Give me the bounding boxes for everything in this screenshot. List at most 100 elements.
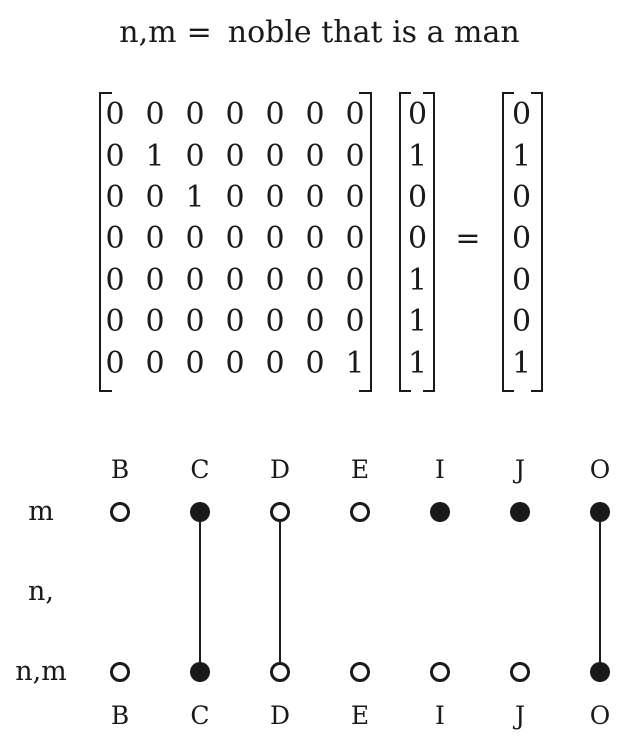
matrix-cell: 0 (145, 262, 165, 298)
matrix-cell: 0 (105, 221, 125, 257)
matrix-cell: 0 (225, 262, 245, 298)
matrix-cell: 0 (305, 138, 325, 174)
column-label-top: J (514, 455, 526, 484)
column-label-bottom: I (435, 701, 445, 730)
title-equals: = (186, 15, 212, 50)
matrix-cell: 0 (105, 180, 125, 216)
column-label-bottom: E (350, 701, 370, 730)
matrix-cell: 0 (145, 304, 165, 340)
column-label-top: B (110, 455, 130, 484)
matrix-cell: 0 (345, 304, 365, 340)
matrix-cell: 0 (265, 138, 285, 174)
matrix-cell: 0 (105, 345, 125, 381)
matrix-cell: 0 (265, 262, 285, 298)
matrix-cell: 0 (265, 221, 285, 257)
output-vector-right-bracket (531, 92, 543, 392)
matrix-cell: 0 (185, 221, 205, 257)
connector-line (199, 512, 201, 672)
input-vector-left-bracket (399, 92, 411, 392)
matrix-cell: 0 (305, 262, 325, 298)
matrix-cell: 0 (305, 97, 325, 133)
column-label-bottom: D (269, 701, 291, 730)
matrix-cell: 0 (305, 304, 325, 340)
matrix-cell: 1 (345, 345, 365, 381)
matrix-left-bracket (99, 92, 112, 392)
matrix-cell: 0 (225, 180, 245, 216)
matrix-cell: 0 (105, 304, 125, 340)
matrix-cell: 0 (345, 138, 365, 174)
matrix-cell: 0 (265, 345, 285, 381)
input-vector-cell: 1 (407, 262, 428, 298)
page-title: n,m=noble that is a man (0, 16, 639, 50)
matrix-cell: 0 (185, 262, 205, 298)
row-label-nm: n,m (15, 656, 67, 687)
input-vector-cell: 0 (407, 180, 428, 216)
output-vector-cell: 1 (511, 345, 532, 381)
matrix-cell: 0 (345, 262, 365, 298)
filled-dot (190, 502, 210, 522)
matrix-cell: 0 (145, 345, 165, 381)
matrix-cell: 1 (185, 180, 205, 216)
matrix-cell: 0 (185, 345, 205, 381)
column-label-bottom: B (110, 701, 130, 730)
output-vector: 0 1 0 0 0 0 1 (503, 94, 540, 384)
open-dot (270, 662, 290, 682)
matrix-cell: 0 (105, 97, 125, 133)
matrix-cell: 0 (225, 345, 245, 381)
matrix-cell: 0 (145, 221, 165, 257)
matrix-cell: 0 (105, 262, 125, 298)
input-vector-right-bracket (423, 92, 435, 392)
column-label-top: O (589, 455, 611, 484)
matrix-right-bracket (359, 92, 372, 392)
output-vector-cell: 0 (511, 304, 532, 340)
filled-dot (430, 502, 450, 522)
matrix-cell: 0 (345, 97, 365, 133)
title-term: n,m (119, 15, 177, 50)
output-vector-cell: 0 (511, 221, 532, 257)
output-vector-left-bracket (502, 92, 514, 392)
output-vector-cell: 0 (511, 97, 532, 133)
column-label-bottom: J (514, 701, 526, 730)
matrix-cell: 0 (305, 221, 325, 257)
matrix-cell: 0 (225, 304, 245, 340)
column-label-top: D (269, 455, 291, 484)
input-vector-cell: 1 (407, 138, 428, 174)
input-vector-cell: 0 (407, 221, 428, 257)
matrix-cell: 0 (185, 138, 205, 174)
column-label-top: E (350, 455, 370, 484)
open-dot (510, 662, 530, 682)
row-label-m: m (28, 496, 54, 527)
matrix-cell: 0 (225, 138, 245, 174)
matrix-cell: 1 (145, 138, 165, 174)
matrix-cell: 0 (185, 97, 205, 133)
open-dot (350, 662, 370, 682)
matrix-cell: 0 (185, 304, 205, 340)
output-vector-cell: 0 (511, 262, 532, 298)
open-dot (270, 502, 290, 522)
matrix-cell: 0 (225, 97, 245, 133)
connector-line (279, 512, 281, 672)
filled-dot (590, 502, 610, 522)
column-label-bottom: O (589, 701, 611, 730)
matrix-cell: 0 (305, 345, 325, 381)
column-label-bottom: C (190, 701, 210, 730)
matrix-cell: 0 (345, 180, 365, 216)
output-vector-cell: 1 (511, 138, 532, 174)
open-dot (110, 502, 130, 522)
filled-dot (510, 502, 530, 522)
input-vector-cell: 1 (407, 304, 428, 340)
filled-dot (190, 662, 210, 682)
open-dot (110, 662, 130, 682)
column-label-top: I (435, 455, 445, 484)
filled-dot (590, 662, 610, 682)
output-vector-cell: 0 (511, 180, 532, 216)
matrix-cell: 0 (345, 221, 365, 257)
matrix-cell: 0 (105, 138, 125, 174)
column-label-top: C (190, 455, 210, 484)
input-vector-cell: 0 (407, 97, 428, 133)
matrix-cell: 0 (145, 97, 165, 133)
matrix-cell: 0 (305, 180, 325, 216)
